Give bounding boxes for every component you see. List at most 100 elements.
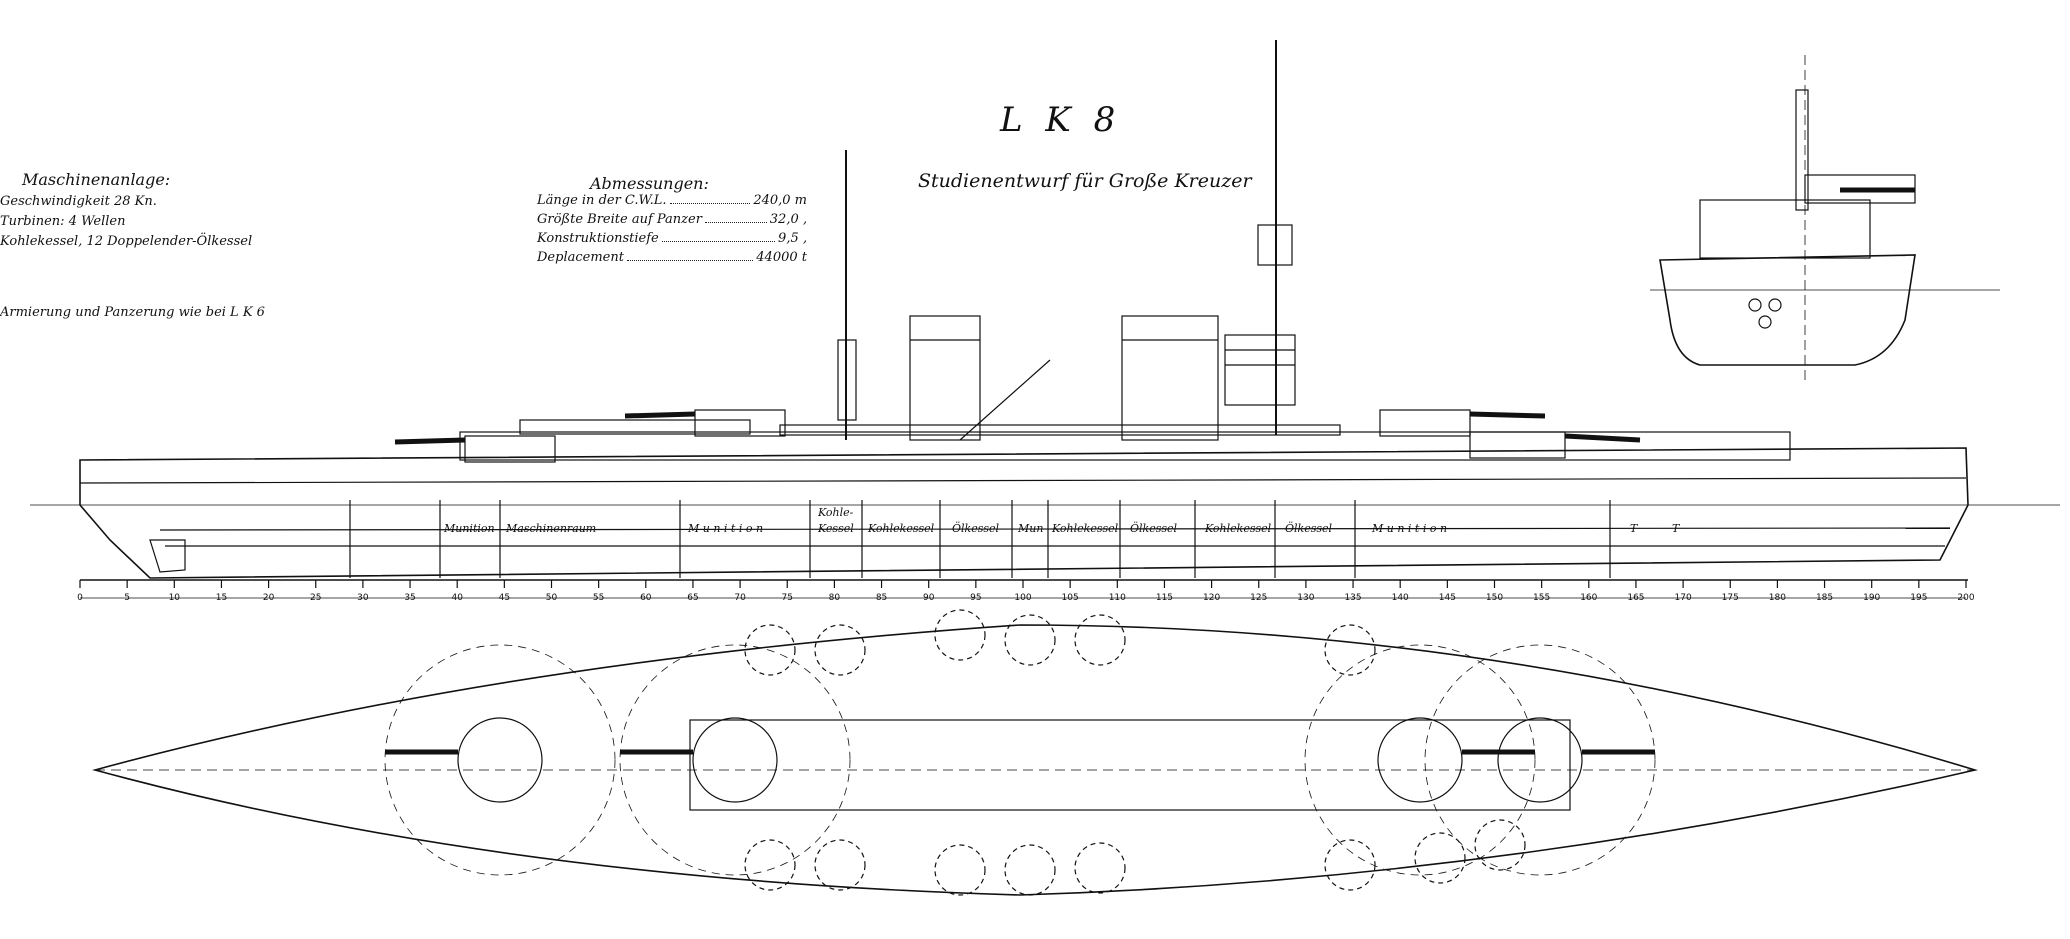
leader-dots: [704, 212, 767, 223]
frame-number: 175: [1722, 593, 1739, 603]
frame-number: 150: [1486, 593, 1503, 603]
frame-number: 140: [1392, 593, 1409, 603]
gun-barrel: [1564, 433, 1641, 443]
frame-number: 155: [1533, 593, 1550, 603]
frame-number: 165: [1627, 593, 1644, 603]
aft-funnel: [1121, 315, 1219, 441]
frame-number: 160: [1580, 593, 1597, 603]
secondary-gun: [1004, 844, 1056, 896]
firing-arc: [1304, 644, 1536, 876]
frame-number: 55: [593, 593, 604, 603]
deck-plan-outline: [91, 624, 1979, 896]
section-porthole: [1758, 315, 1772, 329]
frame-number: 25: [310, 593, 321, 603]
turret-c-plan: [1377, 717, 1463, 803]
drawing-subtitle: Studienentwurf für Große Kreuzer: [918, 170, 1252, 192]
turret-b-plan: [692, 717, 778, 803]
section-porthole: [1748, 298, 1762, 312]
foremast-platform: [837, 339, 857, 421]
control-tower: [1224, 334, 1296, 406]
dimension-value: 44000 t: [756, 250, 807, 265]
mainmast-top: [1257, 224, 1293, 266]
frame-number: 50: [546, 593, 558, 603]
frame-number: 125: [1250, 593, 1267, 603]
turret-a-plan: [457, 717, 543, 803]
leader-dots: [669, 193, 751, 204]
machinery-line-turbines: Turbinen: 4 Wellen: [0, 214, 126, 229]
secondary-gun: [1324, 624, 1376, 676]
compartment-label: Kohle-: [818, 506, 854, 519]
compartment-label: Maschinenraum: [506, 522, 597, 535]
frame-number: 75: [782, 593, 793, 603]
frame-number: 195: [1910, 593, 1927, 603]
section-deckhouse: [1699, 199, 1871, 259]
frame-number: 95: [970, 593, 981, 603]
turret-d-plan: [1497, 717, 1583, 803]
secondary-gun: [1414, 832, 1466, 884]
frame-number: 40: [451, 593, 463, 603]
section-mast: [1795, 89, 1809, 211]
turret-a-side: [464, 435, 556, 463]
frame-number: 120: [1203, 593, 1220, 603]
leader-dots: [626, 250, 754, 261]
frame-number: 90: [923, 593, 935, 603]
armour-note: Armierung und Panzerung wie bei L K 6: [0, 305, 265, 320]
frame-number: 135: [1344, 593, 1361, 603]
machinery-line-speed: Geschwindigkeit 28 Kn.: [0, 194, 157, 209]
forward-funnel: [909, 315, 981, 441]
frame-number: 10: [169, 593, 181, 603]
frame-number: 185: [1816, 593, 1833, 603]
firing-arc: [384, 644, 616, 876]
frame-number: 30: [357, 593, 369, 603]
frame-number: 105: [1062, 593, 1079, 603]
frame-number: 35: [404, 593, 415, 603]
gun-barrel: [394, 437, 466, 445]
hull-outline: [79, 447, 1969, 579]
secondary-gun: [934, 844, 986, 896]
firing-arc: [1424, 644, 1656, 876]
secondary-gun: [814, 624, 866, 676]
frame-number: 5: [124, 593, 130, 603]
leader-dots: [661, 231, 776, 242]
turret-b-side: [694, 409, 786, 437]
section-porthole: [1768, 298, 1782, 312]
secondary-gun: [934, 609, 986, 661]
frame-number: 190: [1863, 593, 1880, 603]
turret-d-side: [1469, 431, 1566, 459]
dimensions-heading: Abmessungen:: [590, 174, 709, 193]
midship-deck: [779, 424, 1341, 436]
secondary-gun: [1074, 614, 1126, 666]
machinery-line-boilers: Kohlekessel, 12 Doppelender-Ölkessel: [0, 234, 253, 249]
derrick-boom: [959, 359, 1051, 441]
compartment-label: Kohlekessel: [868, 522, 935, 535]
turret-c-side: [1379, 409, 1471, 437]
frame-number: 80: [829, 593, 841, 603]
superstructure-plan: [689, 719, 1571, 811]
secondary-gun: [1474, 819, 1526, 871]
frame-number: 85: [876, 593, 887, 603]
armour-belt-line: [159, 527, 1951, 531]
frame-number: 0: [77, 593, 83, 603]
secondary-gun: [744, 624, 796, 676]
secondary-gun: [814, 839, 866, 891]
side-elevation: [30, 40, 2060, 581]
gun-barrel: [624, 411, 696, 419]
machinery-heading: Maschinenanlage:: [22, 170, 171, 189]
frame-number: 130: [1297, 593, 1314, 603]
frame-number: 65: [687, 593, 698, 603]
compartment-label: Kessel: [818, 522, 854, 535]
plan-view: [80, 597, 1979, 896]
dimension-label: Konstruktionstiefe: [537, 231, 659, 246]
frame-number: 200: [1957, 593, 1974, 603]
dimension-label: Länge in der C.W.L.: [537, 193, 667, 208]
secondary-gun: [1324, 839, 1376, 891]
firing-arc: [619, 644, 851, 876]
dimension-value: 32,0 ‚: [769, 212, 807, 227]
drawing-title: L K 8: [1000, 100, 1122, 140]
dimension-row-length: Länge in der C.W.L.240,0 m: [537, 193, 807, 208]
